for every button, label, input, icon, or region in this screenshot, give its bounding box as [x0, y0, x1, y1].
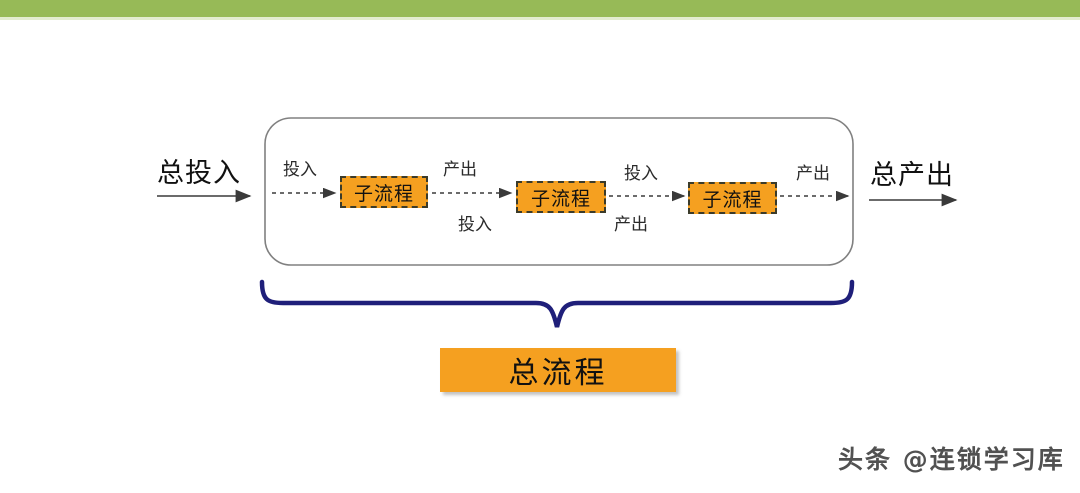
- flow-label-bottom-1: 投入: [458, 215, 492, 235]
- summary-brace: [259, 279, 855, 328]
- total-input-label: 总投入: [157, 158, 241, 189]
- flow-label-top-4: 产出: [796, 164, 830, 184]
- summary-banner[interactable]: 总流程: [440, 348, 676, 392]
- sub-process-box-1[interactable]: 子流程: [340, 176, 428, 208]
- watermark-text: 头条 @连锁学习库: [838, 445, 1065, 474]
- top-green-bar: [0, 0, 1080, 17]
- sub-process-box-2[interactable]: 子流程: [516, 181, 606, 213]
- sub-process-box-3[interactable]: 子流程: [688, 182, 777, 214]
- flow-label-top-3: 投入: [624, 164, 658, 184]
- flow-label-top-2: 产出: [443, 160, 477, 180]
- total-output-label: 总产出: [870, 160, 954, 191]
- top-green-bar-underline: [0, 17, 1080, 20]
- flow-label-bottom-2: 产出: [614, 215, 648, 235]
- flow-label-top-1: 投入: [283, 160, 317, 180]
